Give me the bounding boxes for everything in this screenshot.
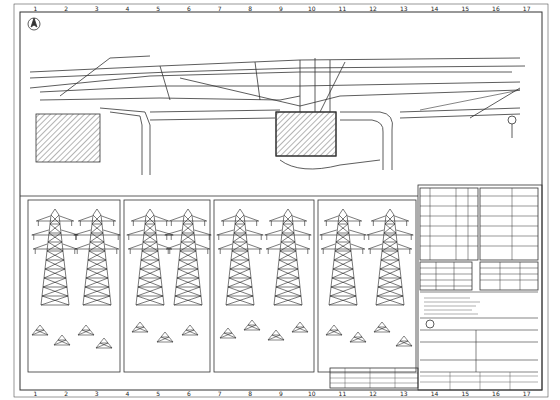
grid-reference: 5 — [156, 5, 160, 12]
lattice-tower — [165, 209, 211, 305]
member-detail — [182, 325, 198, 335]
grid-reference: 6 — [187, 390, 191, 397]
grid-reference: 7 — [218, 5, 222, 12]
grid-reference: 9 — [279, 5, 283, 12]
grid-reference: 15 — [461, 5, 469, 12]
grid-reference: 6 — [187, 5, 191, 12]
member-detail — [132, 322, 148, 332]
grid-reference: 3 — [95, 5, 99, 12]
member-detail — [268, 330, 284, 340]
grid-reference: 11 — [339, 5, 347, 12]
member-detail — [350, 332, 366, 342]
grid-reference: 13 — [400, 5, 408, 12]
lattice-tower — [265, 209, 311, 305]
member-detail — [326, 325, 342, 335]
member-detail — [244, 320, 260, 330]
grid-reference: 9 — [279, 390, 283, 397]
grid-reference: 4 — [126, 5, 130, 12]
lattice-tower — [217, 209, 263, 305]
member-detail — [374, 322, 390, 332]
grid-reference: 4 — [126, 390, 130, 397]
member-detail — [32, 325, 48, 335]
member-detail — [220, 328, 236, 338]
grid-reference: 17 — [523, 390, 531, 397]
grid-reference: 2 — [64, 390, 68, 397]
lattice-tower — [367, 209, 413, 305]
grid-reference: 1 — [33, 390, 37, 397]
grid-reference: 1 — [33, 5, 37, 12]
grid-reference: 3 — [95, 390, 99, 397]
lattice-tower — [74, 209, 120, 305]
lattice-tower — [320, 209, 366, 305]
grid-reference: 16 — [492, 5, 500, 12]
grid-reference: 11 — [339, 390, 347, 397]
member-detail — [96, 338, 112, 348]
lattice-tower — [32, 209, 78, 305]
grid-reference: 8 — [248, 5, 252, 12]
member-detail — [396, 336, 412, 346]
member-detail — [78, 325, 94, 335]
grid-reference: 16 — [492, 390, 500, 397]
lattice-tower — [127, 209, 173, 305]
grid-reference: 8 — [248, 390, 252, 397]
member-detail — [292, 322, 308, 332]
grid-reference: 12 — [369, 5, 377, 12]
member-detail — [157, 332, 173, 342]
grid-reference: 17 — [523, 5, 531, 12]
grid-reference: 15 — [461, 390, 469, 397]
grid-reference: 13 — [400, 390, 408, 397]
grid-reference: 14 — [431, 390, 439, 397]
grid-reference: 7 — [218, 390, 222, 397]
grid-reference: 12 — [369, 390, 377, 397]
grid-reference: 10 — [308, 5, 316, 12]
member-detail — [54, 335, 70, 345]
grid-reference: 14 — [431, 5, 439, 12]
grid-reference: 5 — [156, 390, 160, 397]
grid-reference: 2 — [64, 5, 68, 12]
grid-reference: 10 — [308, 390, 316, 397]
